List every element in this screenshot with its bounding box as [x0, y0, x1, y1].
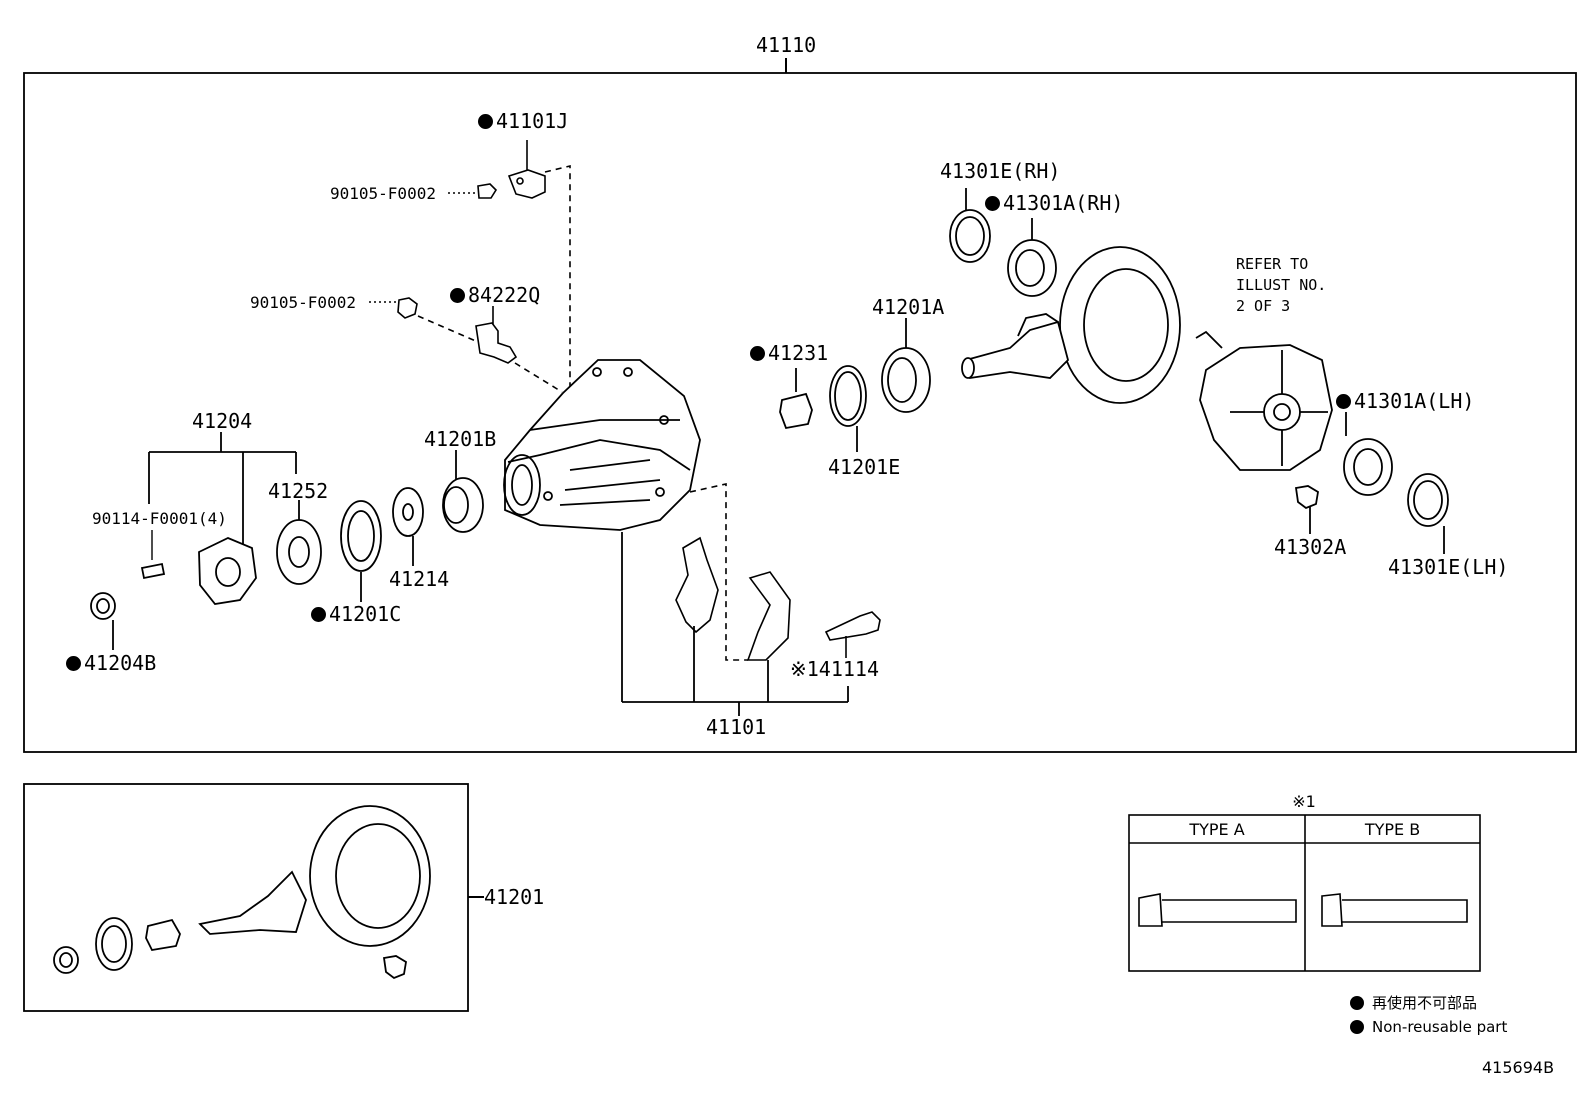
legend-dot-icon: [1350, 1020, 1364, 1034]
flange-and-seal-parts: [90, 450, 484, 650]
part-label-41201a: 41201A: [872, 295, 945, 319]
non-reusable-marker-icon: [750, 346, 765, 361]
carrier-housing-part: [503, 359, 748, 661]
part-label-90105-a: 90105-F0002: [330, 184, 436, 203]
lh-bearing-parts: [1343, 412, 1449, 554]
group-41101-bracket: [621, 532, 849, 716]
part-label-41214: 41214: [389, 567, 450, 591]
part-label-41101j: 41101J: [478, 110, 568, 132]
bearing-cap-parts: [675, 536, 881, 661]
part-label-41302a: 41302A: [1274, 535, 1347, 559]
non-reusable-marker-icon: [311, 607, 326, 622]
type-b-header: TYPE B: [1364, 820, 1421, 839]
non-reusable-marker-icon: [985, 196, 1000, 211]
main-assembly-frame: [23, 72, 1577, 753]
part-label-41201c: 41201C: [311, 603, 401, 625]
figure-id: 415694B: [1482, 1058, 1555, 1077]
differential-case-part: [1195, 330, 1333, 534]
type-table-mark: ※1: [1292, 792, 1316, 811]
type-a-header: TYPE A: [1189, 820, 1245, 839]
part-label-84222q: 84222Q: [450, 284, 540, 306]
sensor-41101j-part: [448, 140, 573, 393]
ring-pinion-set-part: [53, 805, 431, 980]
legend-dot-icon: [1350, 996, 1364, 1010]
part-label-41301a-rh: 41301A(RH): [985, 192, 1123, 214]
part-label-41201e: 41201E: [828, 455, 901, 479]
rh-bearing-parts: [949, 188, 1057, 297]
non-reusable-marker-icon: [478, 114, 493, 129]
bolt-type-table: [1128, 814, 1481, 972]
assembly-label: 41110: [756, 33, 817, 57]
part-label-41231: 41231: [750, 342, 828, 364]
part-label-41101: 41101: [706, 715, 767, 739]
part-label-41252: 41252: [268, 479, 329, 503]
part-label-41114: ※141114: [790, 657, 880, 681]
non-reusable-marker-icon: [66, 656, 81, 671]
sensor-84222q-part: [369, 297, 563, 393]
part-label-90105-b: 90105-F0002: [250, 293, 356, 312]
non-reusable-marker-icon: [450, 288, 465, 303]
legend-en: Non-reusable part: [1350, 1018, 1507, 1036]
legend-jp: 再使用不可部品: [1350, 992, 1477, 1013]
ring-pinion-upper-part: [961, 246, 1181, 404]
group-41204-bracket: [148, 432, 297, 548]
part-label-41301e-lh: 41301E(LH): [1388, 555, 1509, 579]
pinion-side-parts: [779, 318, 931, 452]
refer-note: REFER TO ILLUST NO. 2 OF 3: [1236, 255, 1327, 315]
part-label-41201: 41201: [484, 885, 545, 909]
part-label-41301a-lh: 41301A(LH): [1336, 390, 1474, 412]
part-label-41204: 41204: [192, 409, 253, 433]
non-reusable-marker-icon: [1336, 394, 1351, 409]
part-label-41201b: 41201B: [424, 427, 497, 451]
part-label-90114: 90114-F0001(4): [92, 509, 227, 528]
part-label-41204b: 41204B: [66, 652, 156, 674]
part-label-41301e-rh: 41301E(RH): [940, 159, 1061, 183]
